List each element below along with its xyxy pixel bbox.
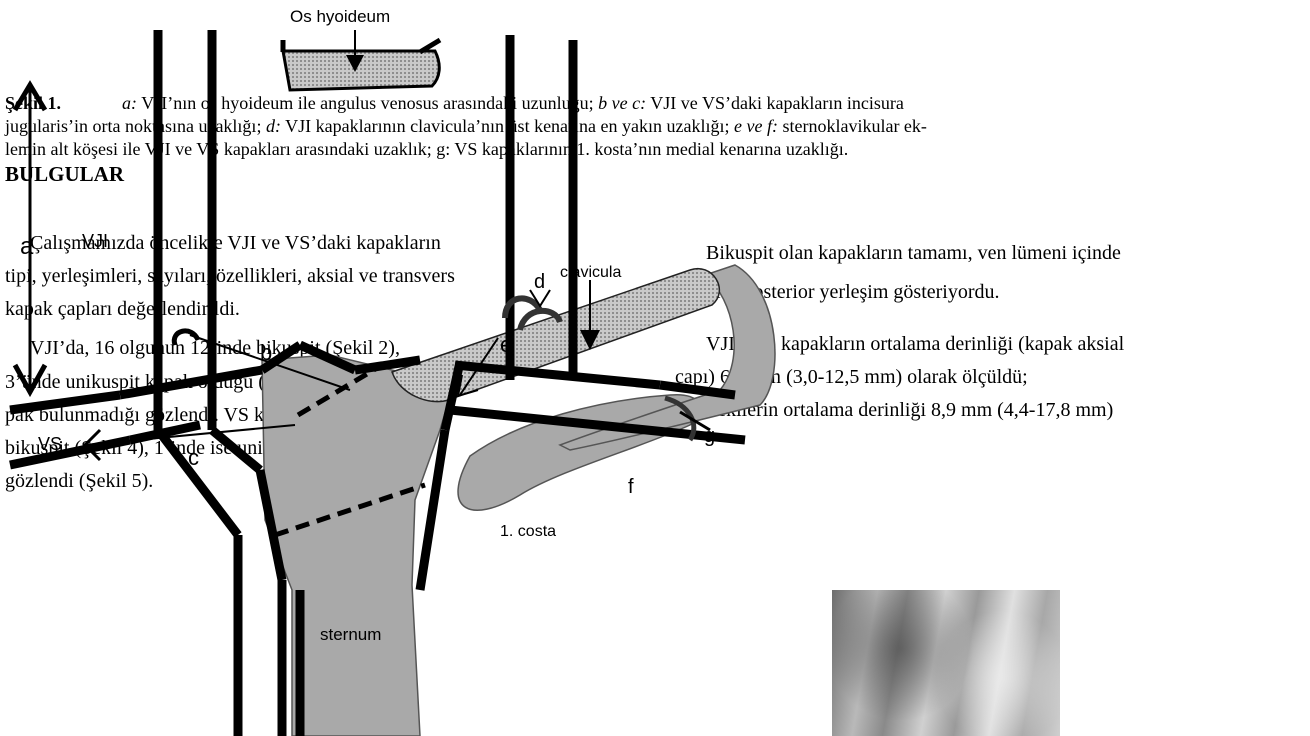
clavicula-shape <box>392 269 719 402</box>
label-e: e <box>500 332 512 357</box>
valve-left <box>174 331 198 345</box>
vs-left-lower <box>10 440 130 465</box>
label-c: c <box>188 445 199 470</box>
left-vessel-c <box>212 430 260 470</box>
specimen-photo <box>832 590 1060 736</box>
label-clavicula: clavicula <box>560 264 621 281</box>
label-costa: 1. costa <box>500 523 556 540</box>
vs-left-upper <box>10 395 120 410</box>
label-d: d <box>534 271 545 293</box>
label-os-hyoideum: Os hyoideum <box>290 7 390 26</box>
label-a: a <box>20 233 34 260</box>
label-b: b <box>260 340 272 365</box>
label-sternum: sternum <box>320 625 381 644</box>
label-g: g <box>704 425 715 447</box>
label-f: f <box>628 476 634 498</box>
label-vji: VJI <box>82 231 108 251</box>
label-vs: VS <box>38 434 62 454</box>
vs-left-connect-1 <box>120 370 262 395</box>
